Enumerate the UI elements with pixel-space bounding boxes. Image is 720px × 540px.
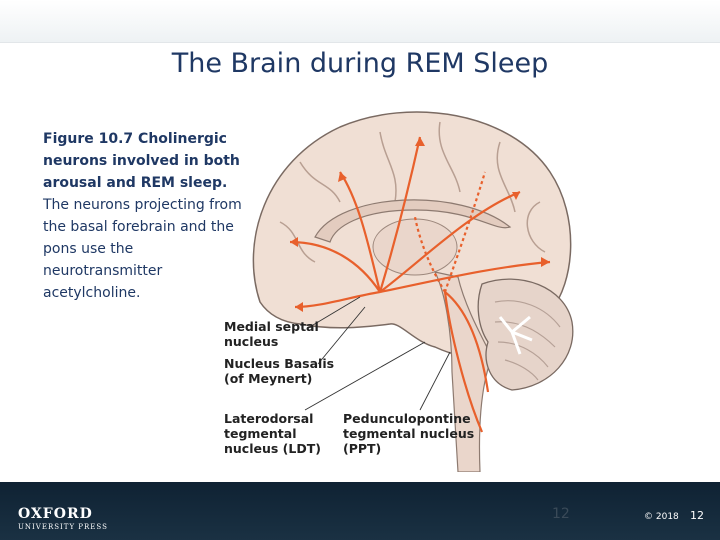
label-ldt: Laterodorsal tegmental nucleus (LDT): [224, 411, 321, 456]
logo-line-1: OXFORD: [18, 506, 108, 522]
slide-number-center: 12: [552, 506, 570, 522]
oxford-logo: OXFORD UNIVERSITY PRESS: [18, 506, 108, 531]
slide-number: 12: [690, 509, 704, 522]
slide-title: The Brain during REM Sleep: [0, 48, 720, 79]
label-ppt: Pedunculopontine tegmental nucleus (PPT): [343, 411, 474, 456]
top-band: [0, 0, 720, 43]
logo-line-2: UNIVERSITY PRESS: [18, 523, 108, 531]
thalamus: [373, 219, 457, 275]
figure-caption: Figure 10.7 Cholinergic neurons involved…: [43, 128, 243, 304]
caption-bold: Figure 10.7 Cholinergic neurons involved…: [43, 131, 240, 191]
caption-text: The neurons projecting from the basal fo…: [43, 197, 242, 301]
label-nucleus-basalis: Nucleus Basalis (of Meynert): [224, 356, 334, 386]
footer-bar: OXFORD UNIVERSITY PRESS 12 © 2018 12: [0, 482, 720, 540]
copyright: © 2018: [644, 512, 679, 522]
label-medial-septal: Medial septal nucleus: [224, 319, 319, 349]
